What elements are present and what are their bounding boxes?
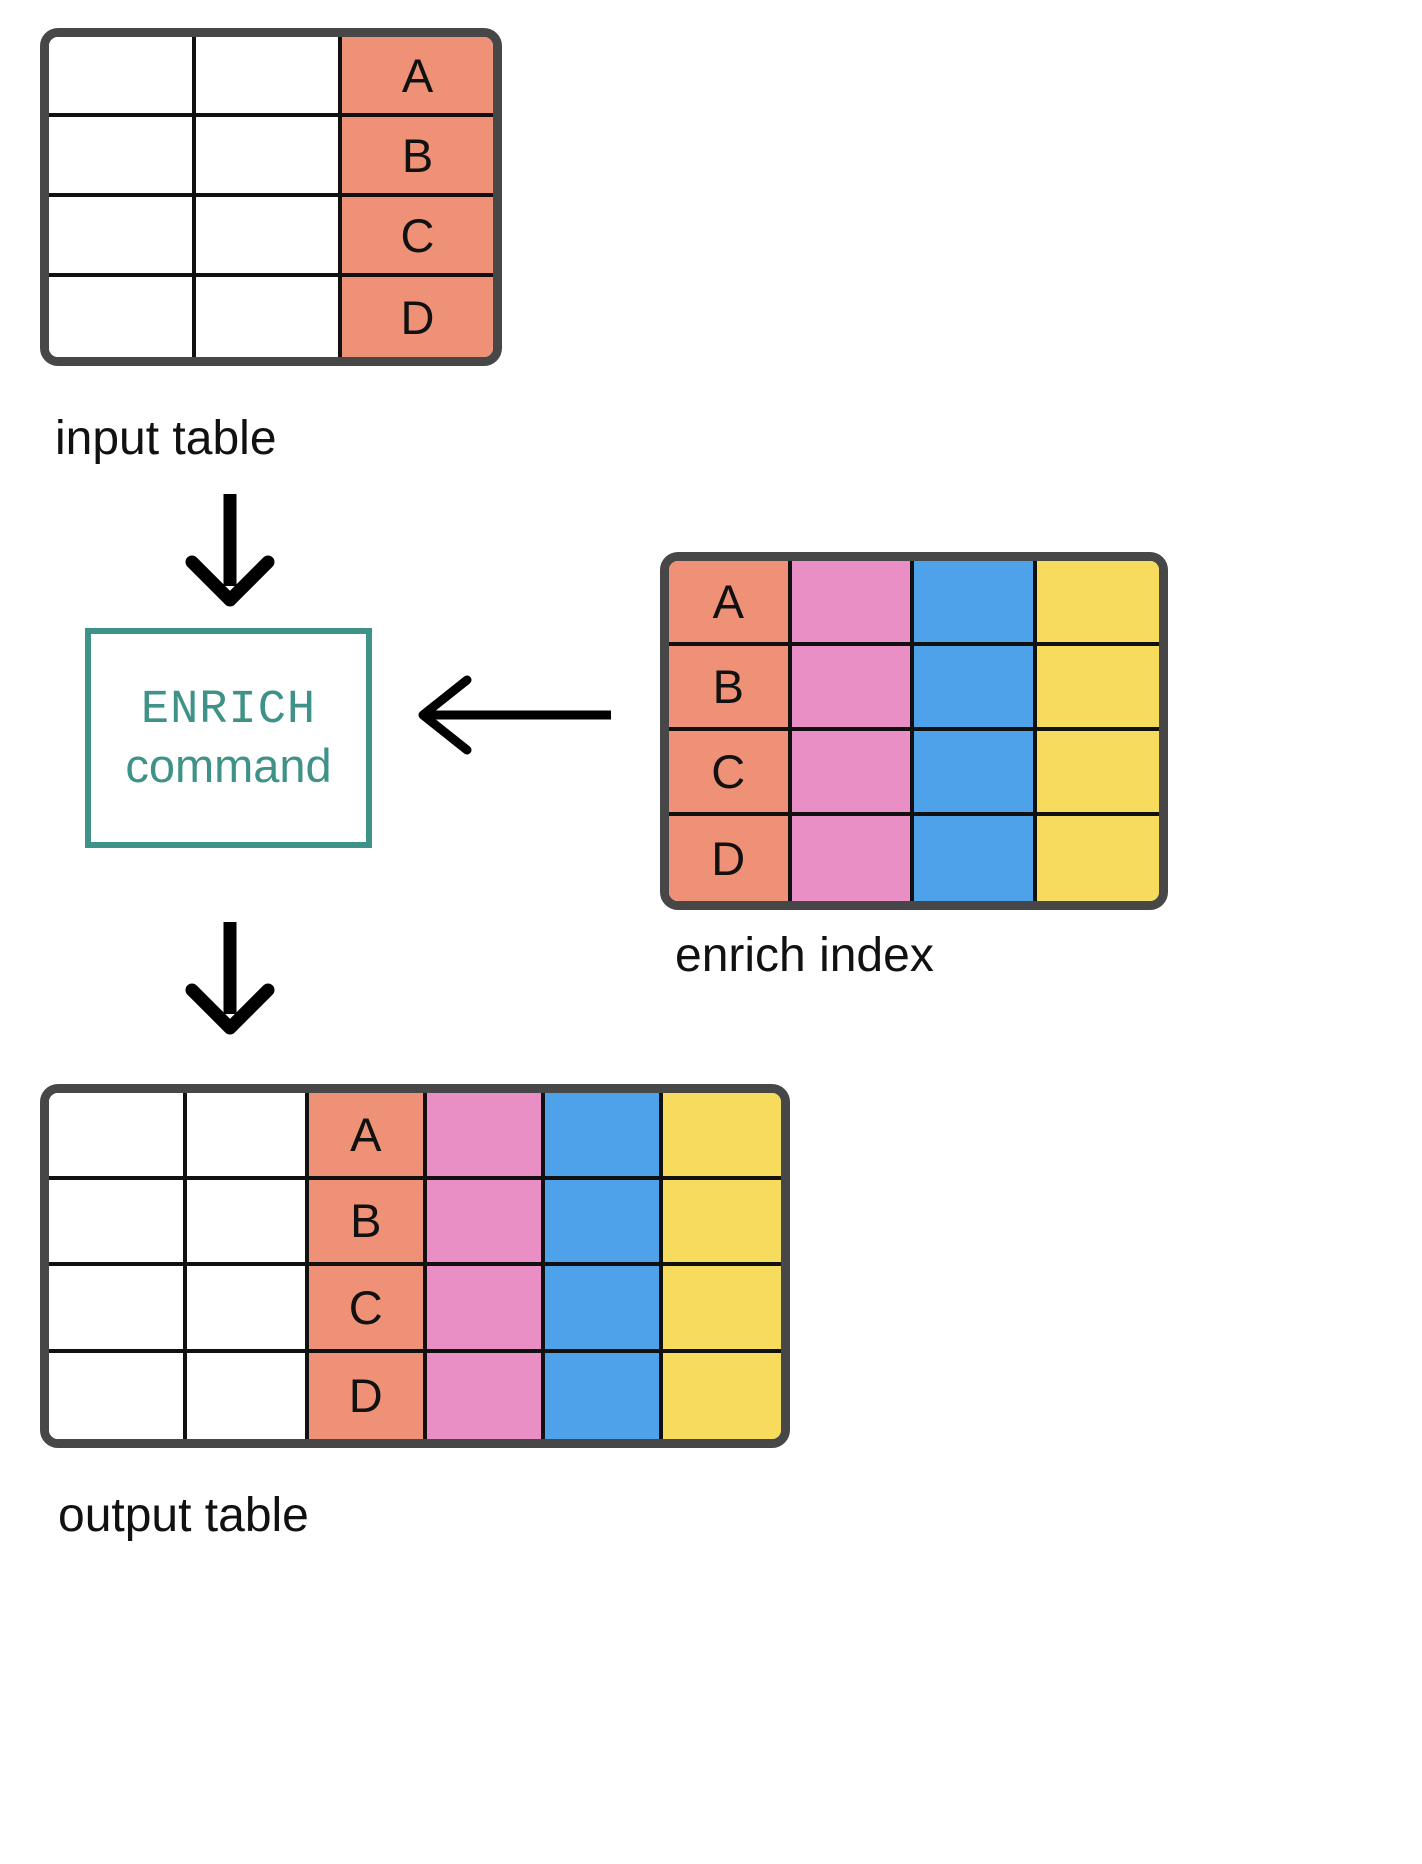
enrich-index-table-cell bbox=[791, 731, 914, 816]
input-table-cell bbox=[49, 117, 196, 197]
enrich-index-table-cell bbox=[914, 561, 1037, 646]
enrich-index-table-cell bbox=[1036, 561, 1159, 646]
output-table-cell bbox=[662, 1266, 781, 1353]
output-table-cell bbox=[544, 1352, 663, 1439]
input-table-cell bbox=[195, 37, 343, 117]
output-table-cell bbox=[187, 1093, 309, 1180]
enrich-index-table-cell bbox=[1036, 731, 1159, 816]
arrow-left-index-to-command bbox=[415, 670, 615, 760]
enrich-index-table-cell bbox=[791, 816, 914, 901]
output-table-cell bbox=[426, 1266, 545, 1353]
enrich-index-table-cell: C bbox=[669, 731, 792, 816]
output-table-cell bbox=[426, 1093, 545, 1180]
output-table-cell bbox=[544, 1266, 663, 1353]
input-table-cell: C bbox=[342, 197, 493, 277]
input-table-cell bbox=[49, 37, 196, 117]
input-table-cell: A bbox=[342, 37, 493, 117]
arrow-down-input-to-command bbox=[170, 490, 290, 610]
enrich-index-table-cell: D bbox=[669, 816, 792, 901]
input-table-cell bbox=[49, 197, 196, 277]
enrich-index-table-cell bbox=[914, 816, 1037, 901]
output-table-cell bbox=[49, 1093, 188, 1180]
enrich-command-line-2: command bbox=[125, 739, 332, 792]
output-table-cell bbox=[187, 1179, 309, 1266]
input-table-cell bbox=[195, 117, 343, 197]
enrich-index-table-cell bbox=[791, 561, 914, 646]
output-table-cell bbox=[49, 1179, 188, 1266]
output-table-cell: D bbox=[308, 1352, 427, 1439]
arrow-down-command-to-output bbox=[170, 918, 290, 1038]
output-table-cell bbox=[187, 1266, 309, 1353]
input-table-cell: D bbox=[342, 277, 493, 357]
output-table-cell bbox=[662, 1352, 781, 1439]
output-table-caption: output table bbox=[58, 1489, 309, 1542]
output-table-cell bbox=[49, 1352, 188, 1439]
enrich-command-line-1: ENRICH bbox=[140, 683, 317, 737]
output-table-cell: A bbox=[308, 1093, 427, 1180]
input-table-cell: B bbox=[342, 117, 493, 197]
enrich-index-table-cell bbox=[914, 646, 1037, 731]
enrich-command-box[interactable]: ENRICH command bbox=[85, 628, 372, 848]
enrich-index-table-cell bbox=[1036, 816, 1159, 901]
output-table-cell bbox=[544, 1093, 663, 1180]
input-table-cell bbox=[49, 277, 196, 357]
output-table-cell bbox=[662, 1179, 781, 1266]
enrich-index-table-cell: A bbox=[669, 561, 792, 646]
enrich-index-table-cell bbox=[914, 731, 1037, 816]
input-table-caption: input table bbox=[55, 412, 277, 465]
output-table-cell bbox=[544, 1179, 663, 1266]
output-table-cell: C bbox=[308, 1266, 427, 1353]
enrich-index-table-caption: enrich index bbox=[675, 929, 934, 982]
input-table-cell bbox=[195, 277, 343, 357]
output-table-cell: B bbox=[308, 1179, 427, 1266]
input-table-cell bbox=[195, 197, 343, 277]
enrich-index-table-cell bbox=[791, 646, 914, 731]
output-table-cell bbox=[426, 1179, 545, 1266]
enrich-index-table-cell: B bbox=[669, 646, 792, 731]
output-table-cell bbox=[662, 1093, 781, 1180]
output-table-cell bbox=[49, 1266, 188, 1353]
output-table-cell bbox=[187, 1352, 309, 1439]
output-table-cell bbox=[426, 1352, 545, 1439]
enrich-index-table-cell bbox=[1036, 646, 1159, 731]
